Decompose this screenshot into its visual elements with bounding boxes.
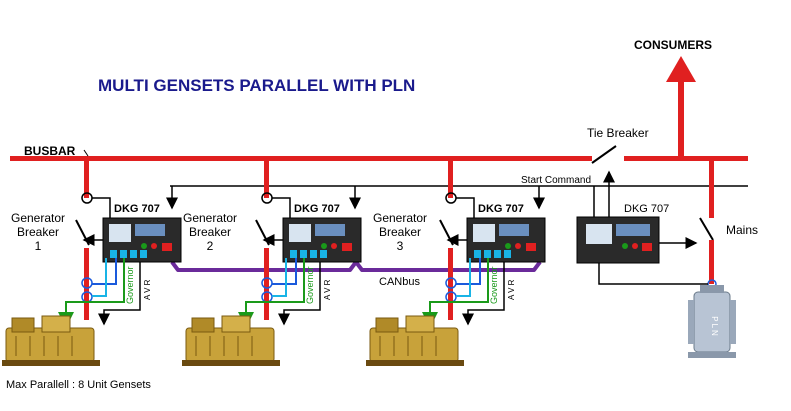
busbar-line-right (624, 156, 748, 161)
generator-feeder (448, 160, 453, 198)
avr-wire (278, 262, 321, 326)
controller-model: DKG 707 (114, 203, 160, 215)
avr-label: A V R (323, 279, 332, 300)
genset (369, 327, 459, 363)
avr-wire (98, 262, 141, 326)
generator-breaker-switch (75, 219, 90, 246)
mains-controller-model: DKG 707 (624, 203, 669, 215)
governor-label: Governor (489, 266, 499, 304)
ct-wire (92, 258, 117, 285)
avr-label: A V R (507, 279, 516, 300)
tie-breaker-switch (591, 145, 617, 164)
mains-feeder-bottom (709, 240, 714, 284)
consumers-label: CONSUMERS (634, 38, 712, 52)
generator-breaker-switch (255, 219, 270, 246)
controller-model: DKG 707 (294, 203, 340, 215)
busbar-label: BUSBAR (24, 144, 76, 158)
diagram-title: MULTI GENSETS PARALLEL WITH PLN (98, 76, 415, 95)
consumers-arrow (666, 56, 696, 82)
generator-breaker-switch (439, 219, 454, 246)
tie-breaker-label: Tie Breaker (587, 126, 649, 140)
governor-wire (58, 258, 125, 328)
start-command-label: Start Command (521, 175, 591, 186)
mains-feeder-top (709, 160, 714, 218)
generator-feeder-lower (84, 248, 89, 320)
pln-transformer: P L N (688, 285, 736, 358)
ct-wire (92, 258, 107, 297)
mains-label: Mains (726, 223, 758, 237)
busbar-sense-line (92, 197, 111, 218)
mains-current-line (598, 263, 708, 285)
busbar-line (10, 156, 592, 161)
governor-label: Governor (305, 266, 315, 304)
avr-label: A V R (143, 279, 152, 300)
ct-wire (456, 258, 481, 285)
busbar-sense-line (272, 197, 291, 218)
busbar-label-pointer (83, 149, 89, 157)
ct-wire (272, 258, 287, 297)
mains-controller: DKG 707 (576, 203, 669, 264)
max-parallel-label: Max Parallell : 8 Unit Gensets (6, 379, 151, 391)
governor-wire (238, 258, 305, 328)
generator-feeder-lower (448, 248, 453, 320)
ct-wire (456, 258, 471, 297)
canbus-line (170, 260, 542, 272)
busbar-sense-line (456, 197, 475, 218)
mains-breaker-switch (699, 217, 714, 241)
generator-feeder (264, 160, 269, 198)
controller-model: DKG 707 (478, 203, 524, 215)
genset (5, 327, 95, 363)
pln-label: P L N (710, 316, 719, 336)
ct-wire (272, 258, 297, 285)
consumers-arrow-shaft (678, 80, 684, 158)
governor-label: Governor (125, 266, 135, 304)
genset (185, 327, 275, 363)
governor-wire (422, 258, 489, 328)
generator-feeder (84, 160, 89, 198)
generator-feeder-lower (264, 248, 269, 320)
canbus-label: CANbus (379, 276, 420, 288)
avr-wire (462, 262, 505, 326)
